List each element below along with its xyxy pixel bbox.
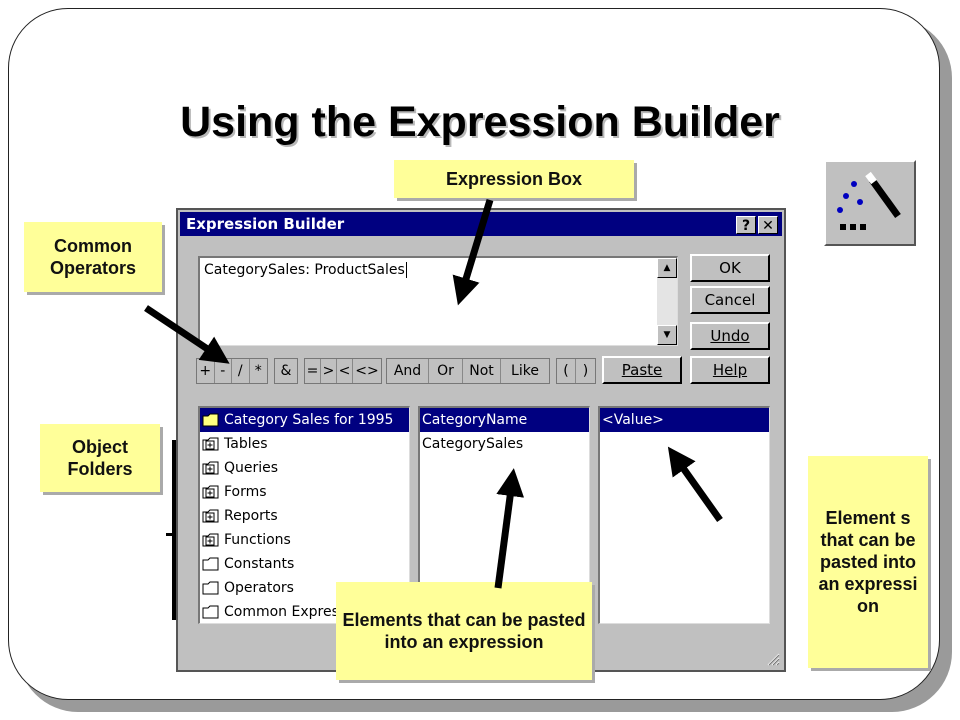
bracket-tick bbox=[166, 533, 174, 536]
callout-elements-middle: Elements that can be pasted into an expr… bbox=[336, 582, 592, 680]
paren-operators: ( ) bbox=[556, 358, 596, 384]
expandable-folder-icon bbox=[202, 437, 219, 451]
folder-icon bbox=[202, 605, 219, 619]
help-button[interactable]: Help bbox=[690, 356, 770, 384]
element-item[interactable]: CategorySales bbox=[420, 432, 589, 456]
expression-scrollbar[interactable]: ▲ ▼ bbox=[657, 258, 677, 345]
arrow-elements-middle bbox=[494, 468, 525, 589]
folder-label: Tables bbox=[224, 436, 268, 452]
expandable-folder-icon bbox=[202, 485, 219, 499]
callout-expression-box: Expression Box bbox=[394, 160, 634, 198]
arrow-elements-right bbox=[667, 446, 723, 523]
operator-not[interactable]: Not bbox=[463, 359, 501, 383]
operator-open-paren[interactable]: ( bbox=[557, 359, 576, 383]
logical-operators: And Or Not Like bbox=[386, 358, 550, 384]
scroll-up-icon[interactable]: ▲ bbox=[657, 258, 677, 278]
comparison-operators: = > < <> bbox=[304, 358, 382, 384]
expandable-folder-icon bbox=[202, 533, 219, 547]
operator-not-equal[interactable]: <> bbox=[355, 363, 379, 379]
dialog-title: Expression Builder bbox=[186, 215, 345, 233]
resize-grip-icon[interactable] bbox=[764, 650, 780, 666]
folder-label: Common Expres bbox=[224, 604, 339, 620]
slide-title: Using the Expression Builder bbox=[180, 98, 780, 146]
value-item-label: <Value> bbox=[602, 412, 664, 428]
callout-common-operators: Common Operators bbox=[24, 222, 162, 292]
help-title-button[interactable]: ? bbox=[736, 216, 756, 234]
folder-item[interactable]: Constants bbox=[200, 552, 409, 576]
undo-button[interactable]: Undo bbox=[690, 322, 770, 350]
folder-label: Queries bbox=[224, 460, 279, 476]
folder-item[interactable]: Queries bbox=[200, 456, 409, 480]
value-item[interactable]: <Value> bbox=[600, 408, 769, 432]
folder-label: Reports bbox=[224, 508, 278, 524]
operator-ampersand[interactable]: & bbox=[280, 363, 292, 379]
expandable-folder-icon bbox=[202, 509, 219, 523]
folder-item[interactable]: Tables bbox=[200, 432, 409, 456]
expression-box[interactable]: CategorySales: ProductSales ▲ ▼ bbox=[198, 256, 678, 346]
element-item[interactable]: CategoryName bbox=[420, 408, 589, 432]
folder-icon bbox=[202, 557, 219, 571]
expression-text: CategorySales: ProductSales bbox=[204, 262, 405, 278]
folder-item[interactable]: Forms bbox=[200, 480, 409, 504]
folder-label: Functions bbox=[224, 532, 291, 548]
operator-greater[interactable]: > bbox=[321, 359, 337, 383]
object-folders-bracket bbox=[172, 440, 178, 620]
folder-icon bbox=[202, 581, 219, 595]
ok-button[interactable]: OK bbox=[690, 254, 770, 282]
folder-item[interactable]: Category Sales for 1995 bbox=[200, 408, 409, 432]
magic-wand-icon bbox=[837, 171, 901, 230]
paste-button[interactable]: Paste bbox=[602, 356, 682, 384]
operator-plus[interactable]: + bbox=[197, 359, 215, 383]
folder-item[interactable]: Functions bbox=[200, 528, 409, 552]
callout-elements-right: Element s that can be pasted into an exp… bbox=[808, 456, 928, 668]
folder-label: Category Sales for 1995 bbox=[224, 412, 394, 428]
element-item-label: CategorySales bbox=[422, 436, 524, 452]
operator-minus[interactable]: - bbox=[215, 359, 232, 383]
operator-like[interactable]: Like bbox=[511, 363, 539, 379]
operator-and[interactable]: And bbox=[387, 359, 429, 383]
operator-divide[interactable]: / bbox=[232, 359, 250, 383]
arrow-common-operators bbox=[144, 305, 230, 364]
builder-toolbar-button[interactable] bbox=[824, 160, 916, 246]
scroll-down-icon[interactable]: ▼ bbox=[657, 325, 677, 345]
operator-multiply[interactable]: * bbox=[254, 363, 262, 379]
element-item-label: CategoryName bbox=[422, 412, 528, 428]
concat-operators: & bbox=[274, 358, 298, 384]
folder-item[interactable]: Reports bbox=[200, 504, 409, 528]
operator-equals[interactable]: = bbox=[305, 359, 321, 383]
operator-less[interactable]: < bbox=[337, 359, 353, 383]
expandable-folder-icon bbox=[202, 461, 219, 475]
operator-close-paren[interactable]: ) bbox=[582, 363, 589, 379]
callout-object-folders: Object Folders bbox=[40, 424, 160, 492]
folder-item[interactable]: Operators bbox=[200, 576, 409, 600]
open-folder-icon bbox=[202, 413, 219, 427]
arrow-expression-box bbox=[452, 198, 494, 306]
folder-label: Operators bbox=[224, 580, 294, 596]
folder-item[interactable]: Common Expres bbox=[200, 600, 409, 623]
folder-label: Forms bbox=[224, 484, 267, 500]
folder-label: Constants bbox=[224, 556, 295, 572]
operator-or[interactable]: Or bbox=[429, 359, 463, 383]
values-list[interactable]: <Value> bbox=[598, 406, 770, 624]
close-button[interactable]: ✕ bbox=[758, 216, 778, 234]
cancel-button[interactable]: Cancel bbox=[690, 286, 770, 314]
